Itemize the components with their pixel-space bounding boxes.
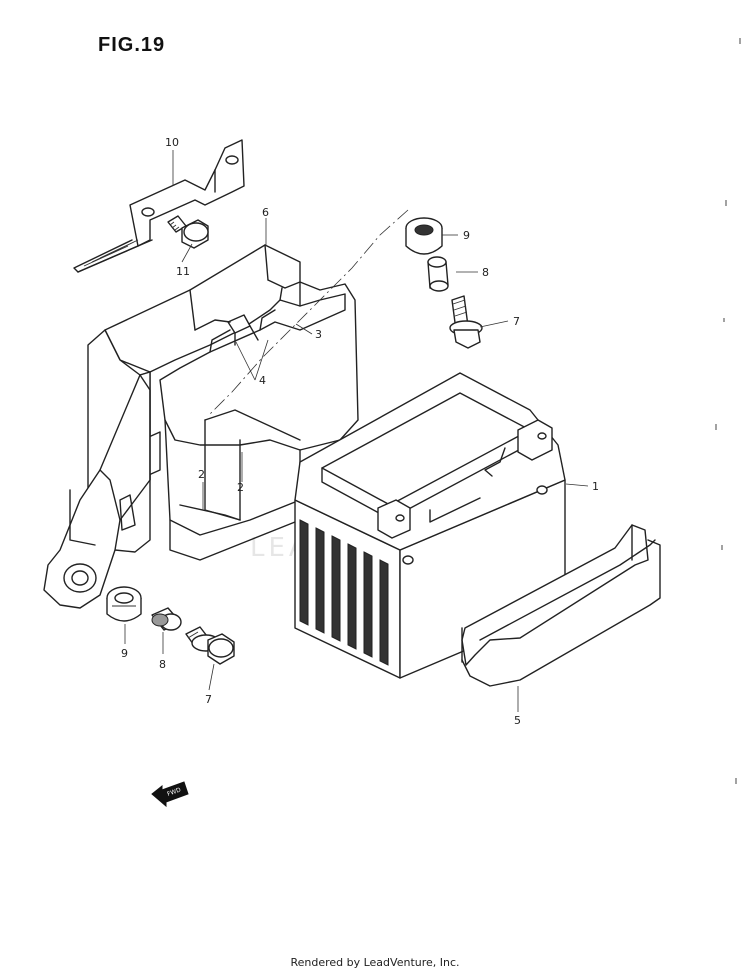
part-grommet-left xyxy=(106,586,142,622)
callout-7-lower: 7 xyxy=(205,693,212,706)
part-bolt-11 xyxy=(167,215,209,249)
callout-6: 6 xyxy=(262,206,269,219)
callout-3: 3 xyxy=(315,328,322,341)
part-battery xyxy=(294,372,566,679)
callout-5: 5 xyxy=(514,714,521,727)
part-collar-upper xyxy=(427,256,449,292)
fwd-arrow-icon: FWD xyxy=(151,781,189,808)
leader-lines xyxy=(124,150,589,712)
callout-9-upper: 9 xyxy=(463,229,470,242)
part-bracket xyxy=(73,139,245,273)
part-collar-left xyxy=(151,607,182,631)
callout-10: 10 xyxy=(165,136,179,149)
part-bolt-7-left xyxy=(185,626,235,665)
part-battery-strap xyxy=(461,524,661,687)
callout-labels: 1 2 2 3 4 5 6 7 7 8 8 9 9 10 11 xyxy=(121,136,599,727)
callout-8-upper: 8 xyxy=(482,266,489,279)
callout-4: 4 xyxy=(259,374,266,387)
callout-8-lower: 8 xyxy=(159,658,166,671)
callout-1: 1 xyxy=(592,480,599,493)
callout-7-upper: 7 xyxy=(513,315,520,328)
footer-credit: Rendered by LeadVenture, Inc. xyxy=(290,956,460,969)
callout-2-right: 2 xyxy=(237,481,244,494)
callout-2-left: 2 xyxy=(198,468,205,481)
part-bolt-7-upper xyxy=(449,295,483,349)
scan-marks xyxy=(715,38,741,784)
part-mount-arm xyxy=(43,371,151,609)
figure-title: FIG.19 xyxy=(98,34,166,56)
part-grommet-upper xyxy=(405,217,443,255)
callout-11: 11 xyxy=(176,265,190,278)
fwd-label: FWD xyxy=(166,786,182,797)
callout-9-lower: 9 xyxy=(121,647,128,660)
